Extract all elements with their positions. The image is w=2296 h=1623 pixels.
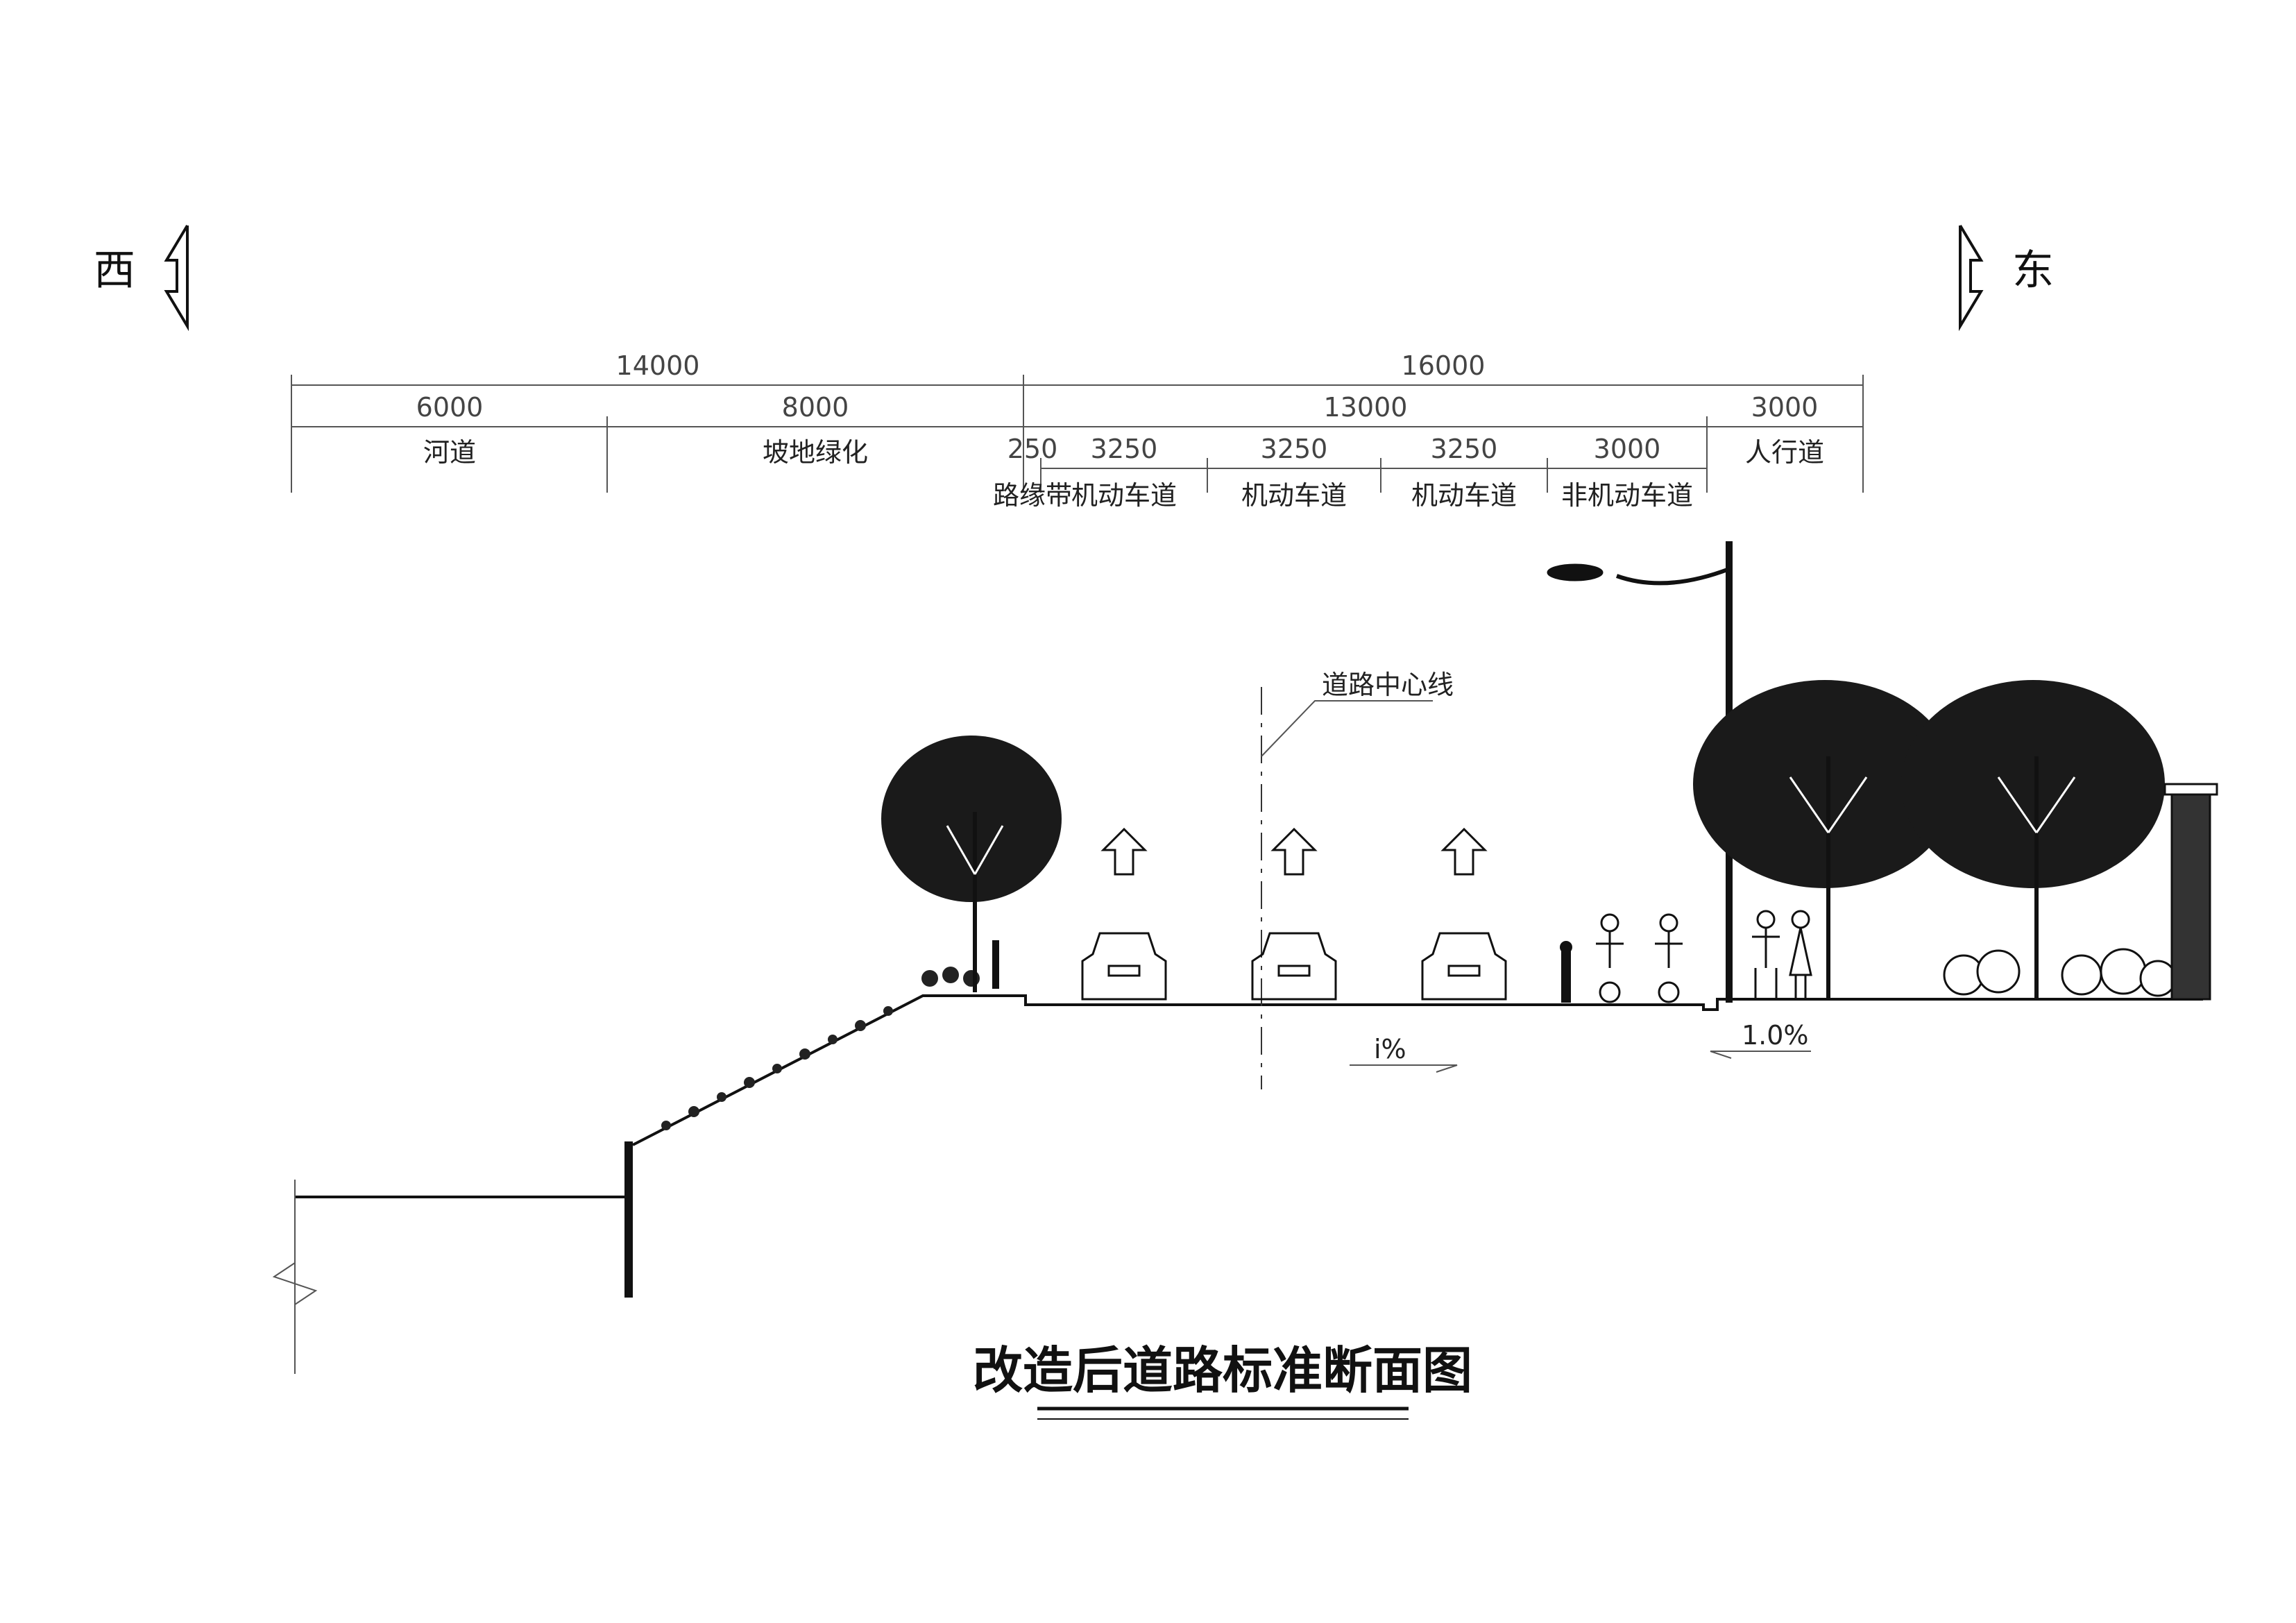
car-lane-2 xyxy=(1251,932,1337,1001)
label-sidewalk: 人行道 xyxy=(1745,437,1824,468)
hedge xyxy=(1943,948,2177,997)
dim-curb-strip: 250 xyxy=(1007,434,1058,464)
slope-road-label: i% xyxy=(1374,1034,1406,1064)
dim-lane-2: 3250 xyxy=(1261,434,1328,464)
slope-road-arrow-icon xyxy=(1350,1064,1458,1073)
cyclist-2 xyxy=(1655,913,1683,1003)
label-curb-strip: 路缘带 xyxy=(993,480,1072,511)
centerline-label: 道路中心线 xyxy=(1322,670,1454,700)
dim-slope-green: 8000 xyxy=(782,392,849,423)
pedestrians xyxy=(1752,910,1812,999)
tree-east-2 xyxy=(1901,680,2165,999)
tree-west xyxy=(881,736,1062,992)
tree-east-1 xyxy=(1693,680,1957,999)
dim-lane-1: 3250 xyxy=(1091,434,1158,464)
dim-bike-lane: 3000 xyxy=(1594,434,1661,464)
bollard xyxy=(1560,941,1572,1003)
dimension-lines xyxy=(291,375,1864,493)
label-river: 河道 xyxy=(423,437,476,468)
label-slope-green: 坡地绿化 xyxy=(763,437,868,468)
curb-post xyxy=(992,940,999,989)
drawing-title: 改造后道路标准断面图 xyxy=(973,1341,1472,1400)
dim-carriageway: 13000 xyxy=(1324,392,1408,423)
dim-sidewalk: 3000 xyxy=(1751,392,1819,423)
label-bike-lane: 非机动车道 xyxy=(1561,480,1693,511)
dim-east-total: 16000 xyxy=(1402,350,1486,381)
boundary-wall xyxy=(2163,783,2218,1001)
car-lane-1 xyxy=(1081,932,1167,1001)
dim-river: 6000 xyxy=(416,392,484,423)
west-arrow-icon xyxy=(164,224,189,332)
slope-walk-label: 1.0% xyxy=(1742,1020,1809,1051)
ground-profile xyxy=(272,994,2203,1374)
east-label: 东 xyxy=(2012,246,2054,295)
slope-walk-arrow-icon xyxy=(1710,1051,1811,1059)
dim-lane-3: 3250 xyxy=(1431,434,1498,464)
label-lane-3: 机动车道 xyxy=(1411,480,1517,511)
centerline-leader xyxy=(1261,700,1433,757)
dim-west-total: 14000 xyxy=(616,350,700,381)
car-lane-3 xyxy=(1421,932,1507,1001)
cyclist-1 xyxy=(1596,913,1624,1003)
lane-direction-arrows xyxy=(1100,827,1488,876)
slope-shrubs xyxy=(661,967,980,1130)
label-lane-2: 机动车道 xyxy=(1241,480,1347,511)
west-label: 西 xyxy=(94,246,135,295)
east-arrow-icon xyxy=(1959,224,1984,332)
label-lane-1: 机动车道 xyxy=(1071,480,1177,511)
